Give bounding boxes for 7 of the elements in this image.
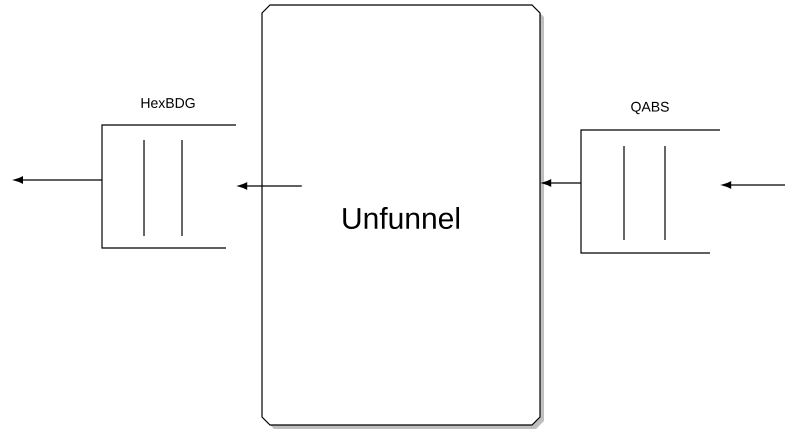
queue-label: HexBDG [142, 98, 195, 108]
process-box: Unfunnel [261, 4, 544, 429]
arrow [542, 179, 581, 187]
arrow [238, 182, 302, 190]
arrow [14, 176, 102, 184]
queue-label: QABS [631, 102, 669, 114]
arrow [722, 181, 785, 189]
